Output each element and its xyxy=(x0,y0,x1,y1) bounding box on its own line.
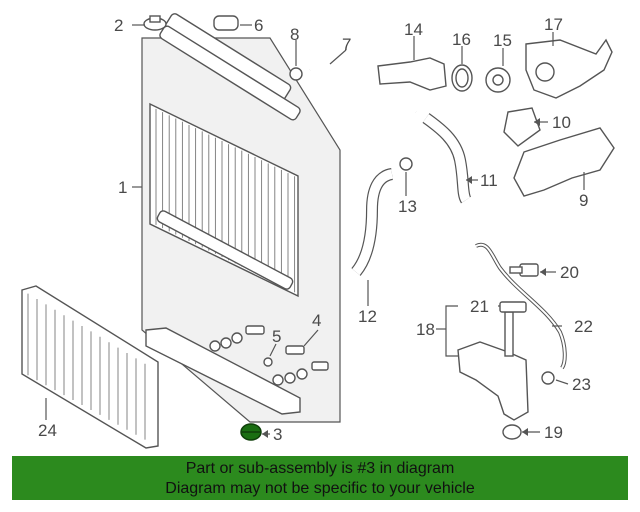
callout-11: 11 xyxy=(480,171,498,190)
water-housing-9 xyxy=(513,127,615,197)
callout-18: 18 xyxy=(416,320,435,339)
hose-clamp-13 xyxy=(399,157,413,171)
water-inlet-pipe xyxy=(377,57,447,91)
radiator-core xyxy=(149,102,299,298)
bolt-20 xyxy=(509,263,539,277)
callout-21: 21 xyxy=(470,297,489,316)
callout-22: 22 xyxy=(574,317,593,336)
reservoir-cap xyxy=(502,424,522,440)
callout-20: 20 xyxy=(560,263,579,282)
banner-line-2: Diagram may not be specific to your vehi… xyxy=(165,480,475,497)
banner-line-1: Part or sub-assembly is #3 in diagram xyxy=(185,460,455,477)
callout-19: 19 xyxy=(544,423,563,442)
hose-11 xyxy=(422,113,472,204)
drain-plug-part-3 xyxy=(240,423,262,441)
callout-arrows xyxy=(262,118,546,438)
callout-24: 24 xyxy=(38,421,57,440)
callout-16: 16 xyxy=(452,30,471,49)
radiator-lower-tank xyxy=(145,210,301,415)
callout-8: 8 xyxy=(290,25,299,44)
water-outlet xyxy=(525,38,613,99)
upper-hose xyxy=(308,61,418,130)
callout-15: 15 xyxy=(493,31,512,50)
parts-diagram: 2 6 8 7 14 16 15 17 10 11 9 13 12 1 4 5 … xyxy=(21,13,615,449)
radiator-cap-6 xyxy=(213,15,239,31)
radiator-hardware xyxy=(209,325,329,386)
callout-5: 5 xyxy=(272,327,281,346)
callout-9: 9 xyxy=(579,191,588,210)
callout-1: 1 xyxy=(118,178,127,197)
reservoir-hose xyxy=(475,242,567,370)
hose-clamp-8 xyxy=(289,67,303,81)
callout-12: 12 xyxy=(358,307,377,326)
callout-10: 10 xyxy=(552,113,571,132)
callout-23: 23 xyxy=(572,375,591,394)
callout-labels: 2 6 8 7 14 16 15 17 10 11 9 13 12 1 4 5 … xyxy=(38,15,593,444)
callout-4: 4 xyxy=(312,311,321,330)
info-banner: Part or sub-assembly is #3 in diagram Di… xyxy=(12,456,628,500)
condenser xyxy=(21,285,159,449)
callout-14: 14 xyxy=(404,20,423,39)
callout-13: 13 xyxy=(398,197,417,216)
thermostat xyxy=(485,67,511,93)
coolant-reservoir xyxy=(457,301,529,421)
callout-6: 6 xyxy=(254,16,263,35)
clamp-23 xyxy=(541,371,555,385)
radiator-upper-tank xyxy=(159,13,301,121)
radiator-cap-2 xyxy=(143,15,167,31)
callout-17: 17 xyxy=(544,15,563,34)
hose-12 xyxy=(351,168,394,276)
callout-2: 2 xyxy=(114,16,123,35)
gasket-10 xyxy=(503,107,541,147)
callout-7: 7 xyxy=(342,35,351,54)
callout-3: 3 xyxy=(273,425,282,444)
gasket xyxy=(451,64,473,92)
